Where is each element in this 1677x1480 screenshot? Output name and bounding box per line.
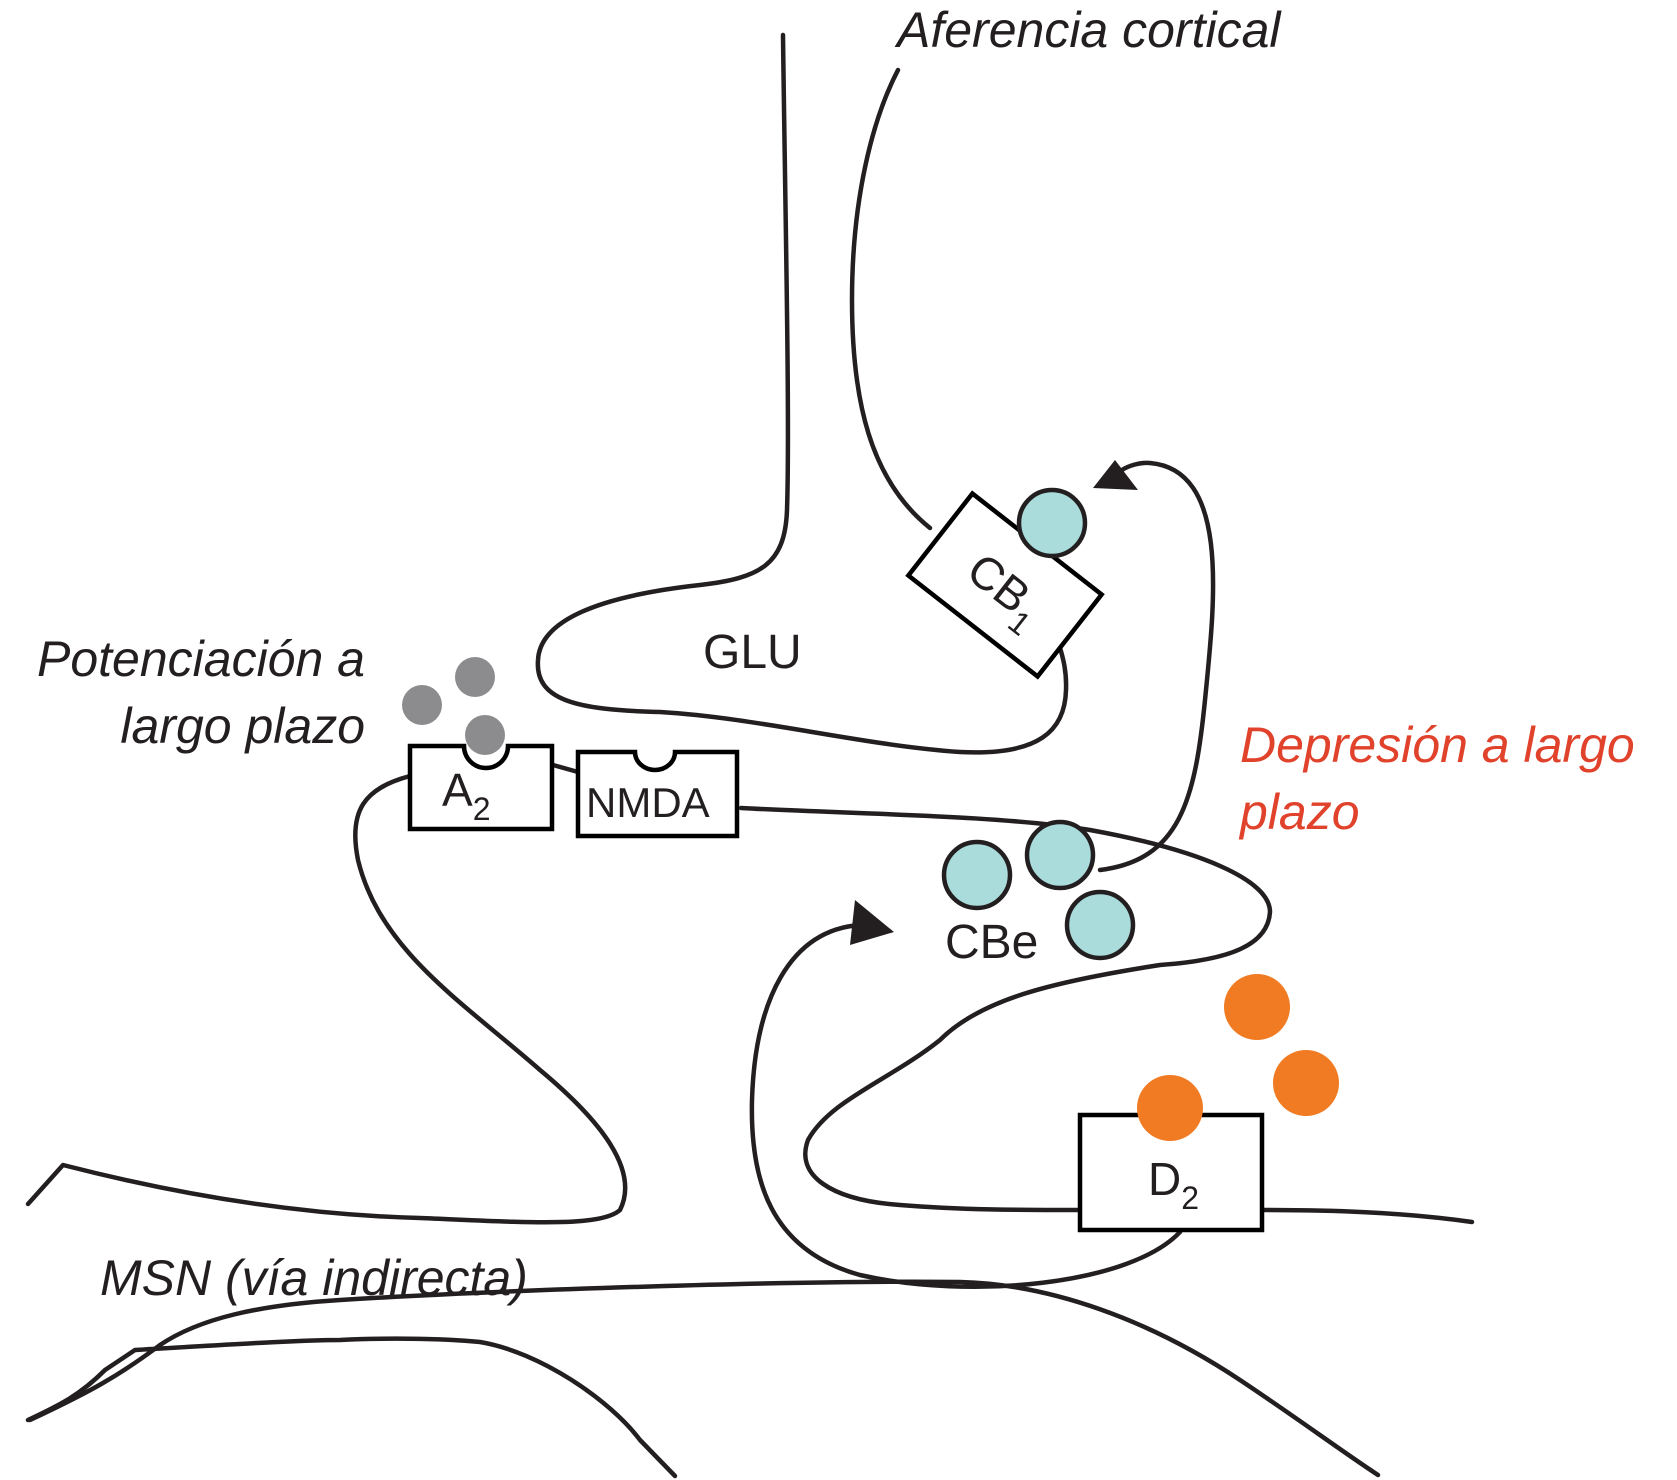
adenosine-molecule [455,657,495,697]
ltp-label-line2: largo plazo [120,698,365,754]
a2-label: A2 [442,764,490,827]
cb1-receptor: CB1 [905,490,1105,680]
postsynaptic-spine-membrane [25,773,628,1225]
adenosine-molecule [402,685,442,725]
endocannabinoid-molecule [1064,889,1136,961]
dopamine-molecule [1137,1075,1203,1141]
d2-to-cbe-arrowhead-icon [850,900,894,945]
dopamine-molecule [1273,1050,1339,1116]
endocannabinoid-molecule [1016,487,1088,559]
postsynaptic-spine-head [738,805,1273,1213]
retrograde-arrowhead-icon [1093,460,1138,490]
msn-label: MSN (vía indirecta) [100,1250,528,1306]
postsynaptic-spine-neck-top [550,762,581,775]
postsynaptic-membrane-right [1260,1207,1475,1225]
d2-to-cbe-arrow [749,922,1183,1290]
cbe-label: CBe [945,916,1038,969]
msn-soma-membrane-main [27,1279,1381,1478]
ltd-label-line2: plazo [1238,784,1360,840]
msn-soma-membrane [25,1336,678,1479]
presynaptic-axon-right-edge [849,67,933,531]
nmda-receptor: NMDA [575,749,740,839]
glu-label: GLU [703,626,802,679]
cortical-afferent-label: Aferencia cortical [894,2,1282,58]
dopamine-molecule [1224,974,1290,1040]
adenosine-molecule [465,715,505,755]
presynaptic-terminal-membrane [535,32,1069,755]
ltd-label-line1: Depresión a largo [1240,717,1635,773]
ltp-label-line1: Potenciación a [37,631,365,687]
d2-label: D2 [1148,1153,1199,1216]
retrograde-signal-arrow [1097,460,1216,873]
endocannabinoid-molecule [941,839,1013,911]
endocannabinoid-molecule [1024,819,1096,891]
nmda-label: NMDA [586,779,710,826]
a2-receptor: A2 [407,743,555,832]
